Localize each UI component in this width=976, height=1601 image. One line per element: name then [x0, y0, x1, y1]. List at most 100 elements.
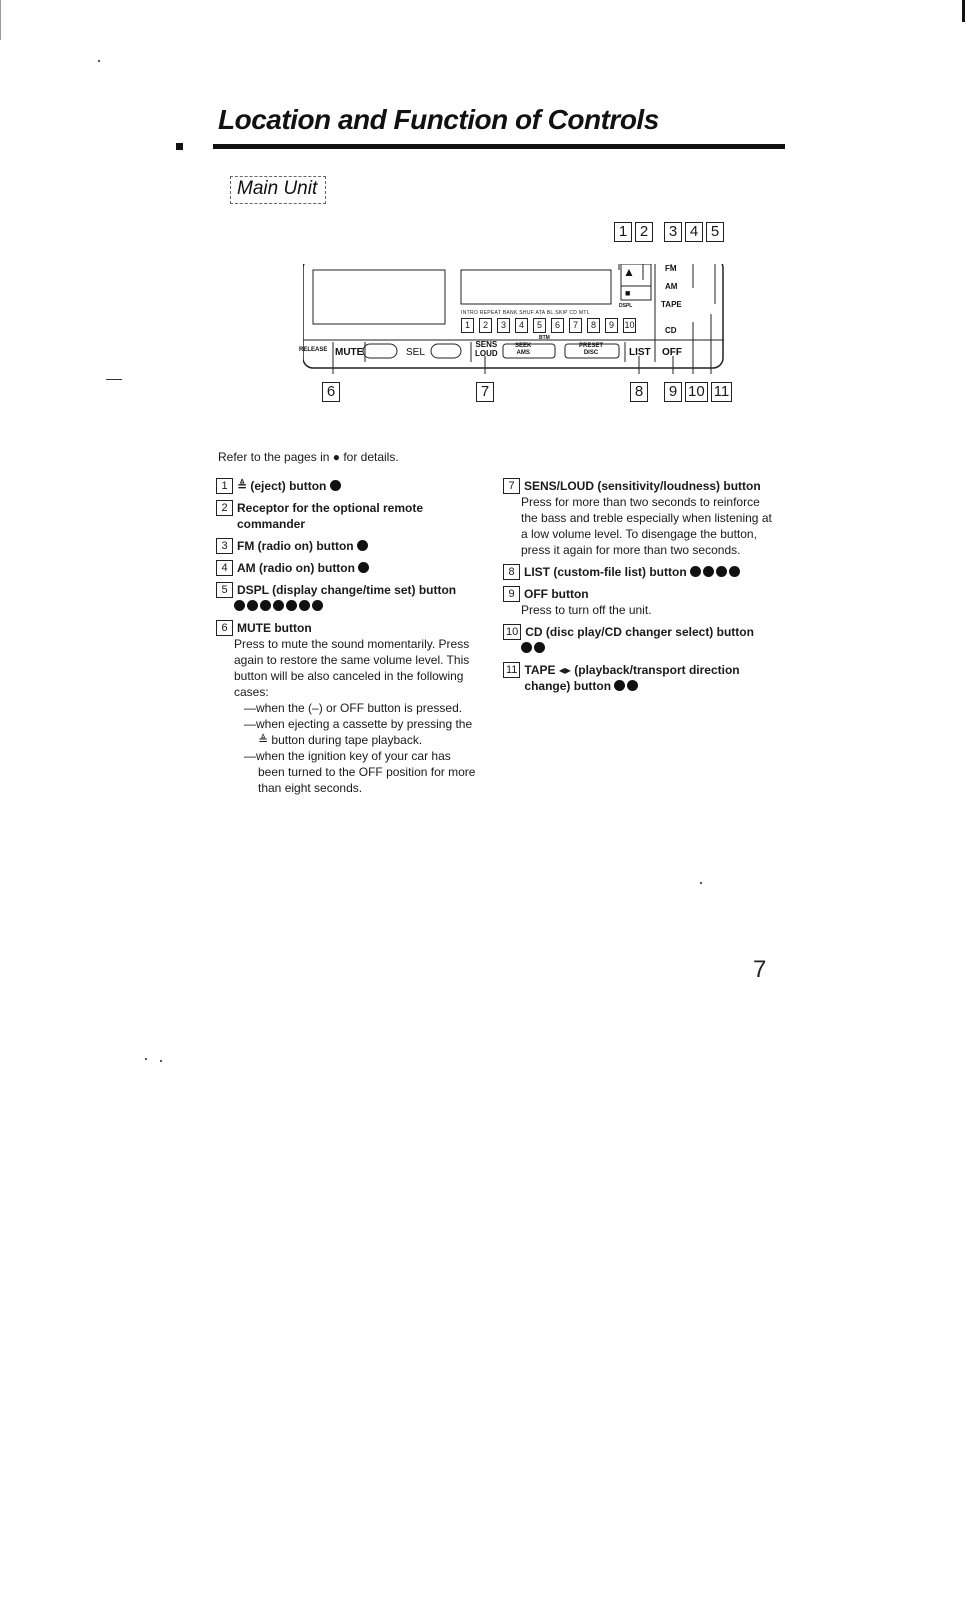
- page-ref-icon: [312, 600, 323, 611]
- callout-8: 8: [630, 382, 648, 402]
- item-description: Press for more than two seconds to reinf…: [521, 495, 772, 557]
- item-6: 6 MUTE button Press to mute the sound mom…: [216, 620, 478, 796]
- item-label: DSPL (display change/time set) button: [237, 583, 457, 597]
- preset-button[interactable]: 2: [479, 318, 492, 333]
- speck: [98, 60, 100, 62]
- page-ref-icon: [521, 642, 532, 653]
- dspl-button[interactable]: DSPL: [619, 303, 633, 309]
- item-label: FM (radio on) button: [237, 538, 370, 554]
- item-label: CD (disc play/CD changer select) button: [525, 625, 754, 639]
- page-ref-icons: [234, 598, 478, 614]
- page-ref-icon: [356, 540, 368, 551]
- page-ref-icon: [534, 642, 545, 653]
- preset-button[interactable]: 7: [569, 318, 582, 333]
- preset-button[interactable]: 5: [533, 318, 546, 333]
- preset-disc-button[interactable]: PRESET DISC: [579, 343, 603, 357]
- callout-1: 1: [614, 222, 632, 242]
- item-label: LIST (custom-file list) button: [524, 564, 742, 580]
- page-ref-icon: [247, 600, 258, 611]
- fm-button[interactable]: FM: [665, 264, 677, 273]
- mute-button[interactable]: MUTE: [335, 347, 364, 358]
- item-number: 1: [216, 478, 233, 494]
- page-ref-icon: [614, 680, 626, 691]
- mute-case: —when the ignition key of your car has b…: [244, 749, 476, 795]
- page-ref-icon: [690, 566, 701, 577]
- preset-button[interactable]: 1: [461, 318, 474, 333]
- am-button[interactable]: AM: [665, 282, 678, 291]
- off-button[interactable]: OFF: [662, 347, 682, 358]
- callout-6: 6: [322, 382, 340, 402]
- speck: [700, 882, 702, 884]
- page-ref-icon: [329, 480, 341, 491]
- preset-buttons: 1 2 3 4 5 6 7 8 9 10: [461, 318, 636, 333]
- callout-5: 5: [706, 222, 724, 242]
- item-label: TAPE ◂▸ (playback/transport direction ch…: [524, 663, 740, 693]
- page-number: 7: [753, 956, 767, 983]
- item-number: 5: [216, 582, 233, 598]
- preset-button[interactable]: 6: [551, 318, 564, 333]
- mode-labels: INTRO REPEAT BANK SHUF ATA BL.SKIP CD MT…: [461, 310, 590, 316]
- sens-loud-button[interactable]: SENS LOUD: [475, 340, 498, 358]
- page-ref-icon: [286, 600, 297, 611]
- callout-9-11-group: 9 10 11: [664, 382, 733, 402]
- ams-label: AMS: [516, 350, 530, 356]
- item-label: MUTE button: [237, 621, 312, 635]
- page-ref-icon: [716, 566, 727, 577]
- page-ref-icon: [358, 562, 370, 573]
- cd-button[interactable]: CD: [665, 326, 677, 335]
- item-number: 8: [503, 564, 520, 580]
- margin-mark: [0, 0, 1, 40]
- disc-label: DISC: [583, 350, 599, 356]
- callout-4: 4: [685, 222, 703, 242]
- page-ref-icons: [521, 640, 773, 656]
- mute-case: —when ejecting a cassette by pressing th…: [244, 717, 473, 747]
- page-ref-icon: [260, 600, 271, 611]
- eject-icon[interactable]: ▲: [623, 265, 635, 279]
- page-ref-icon: [703, 566, 714, 577]
- callout-2: 2: [635, 222, 653, 242]
- section-label: Main Unit: [230, 176, 327, 204]
- item-number: 6: [216, 620, 233, 636]
- tape-button[interactable]: TAPE: [661, 300, 682, 309]
- title-rule: [213, 144, 785, 149]
- sens-label: SENS: [475, 340, 498, 349]
- mute-description: Press to mute the sound momentarily. Pre…: [234, 637, 470, 699]
- preset-button[interactable]: 3: [497, 318, 510, 333]
- btm-label: BTM: [539, 335, 550, 341]
- margin-mark: [106, 379, 122, 380]
- list-button[interactable]: LIST: [629, 347, 651, 358]
- release-button[interactable]: RELEASE: [299, 347, 328, 353]
- callout-7-group: 7: [476, 382, 494, 402]
- preset-button[interactable]: 9: [605, 318, 618, 333]
- intro-text: Refer to the pages in ● for details.: [218, 450, 399, 464]
- preset-label: PRESET: [579, 343, 604, 349]
- page-ref-icon: [299, 600, 310, 611]
- page-ref-icon: [273, 600, 284, 611]
- callout-11: 11: [710, 382, 733, 402]
- item-number: 9: [503, 586, 520, 602]
- page-title: Location and Function of Controls: [218, 104, 659, 135]
- seek-label: SEEK: [515, 343, 532, 349]
- sel-button[interactable]: SEL: [406, 347, 425, 358]
- callout-10: 10: [685, 382, 708, 402]
- speck: [145, 1058, 147, 1060]
- preset-button[interactable]: 10: [623, 318, 636, 333]
- callout-8-group: 8: [630, 382, 648, 402]
- preset-button[interactable]: 8: [587, 318, 600, 333]
- item-number: 10: [503, 624, 522, 640]
- item-5: 5 DSPL (display change/time set) button: [216, 582, 478, 614]
- preset-button[interactable]: 4: [515, 318, 528, 333]
- main-unit-diagram: INTRO REPEAT BANK SHUF ATA BL.SKIP CD MT…: [299, 264, 731, 374]
- margin-mark: [962, 0, 965, 22]
- mute-case: —when the (–) or OFF button is pressed.: [244, 701, 463, 715]
- seek-ams-button[interactable]: SEEK AMS: [515, 343, 531, 357]
